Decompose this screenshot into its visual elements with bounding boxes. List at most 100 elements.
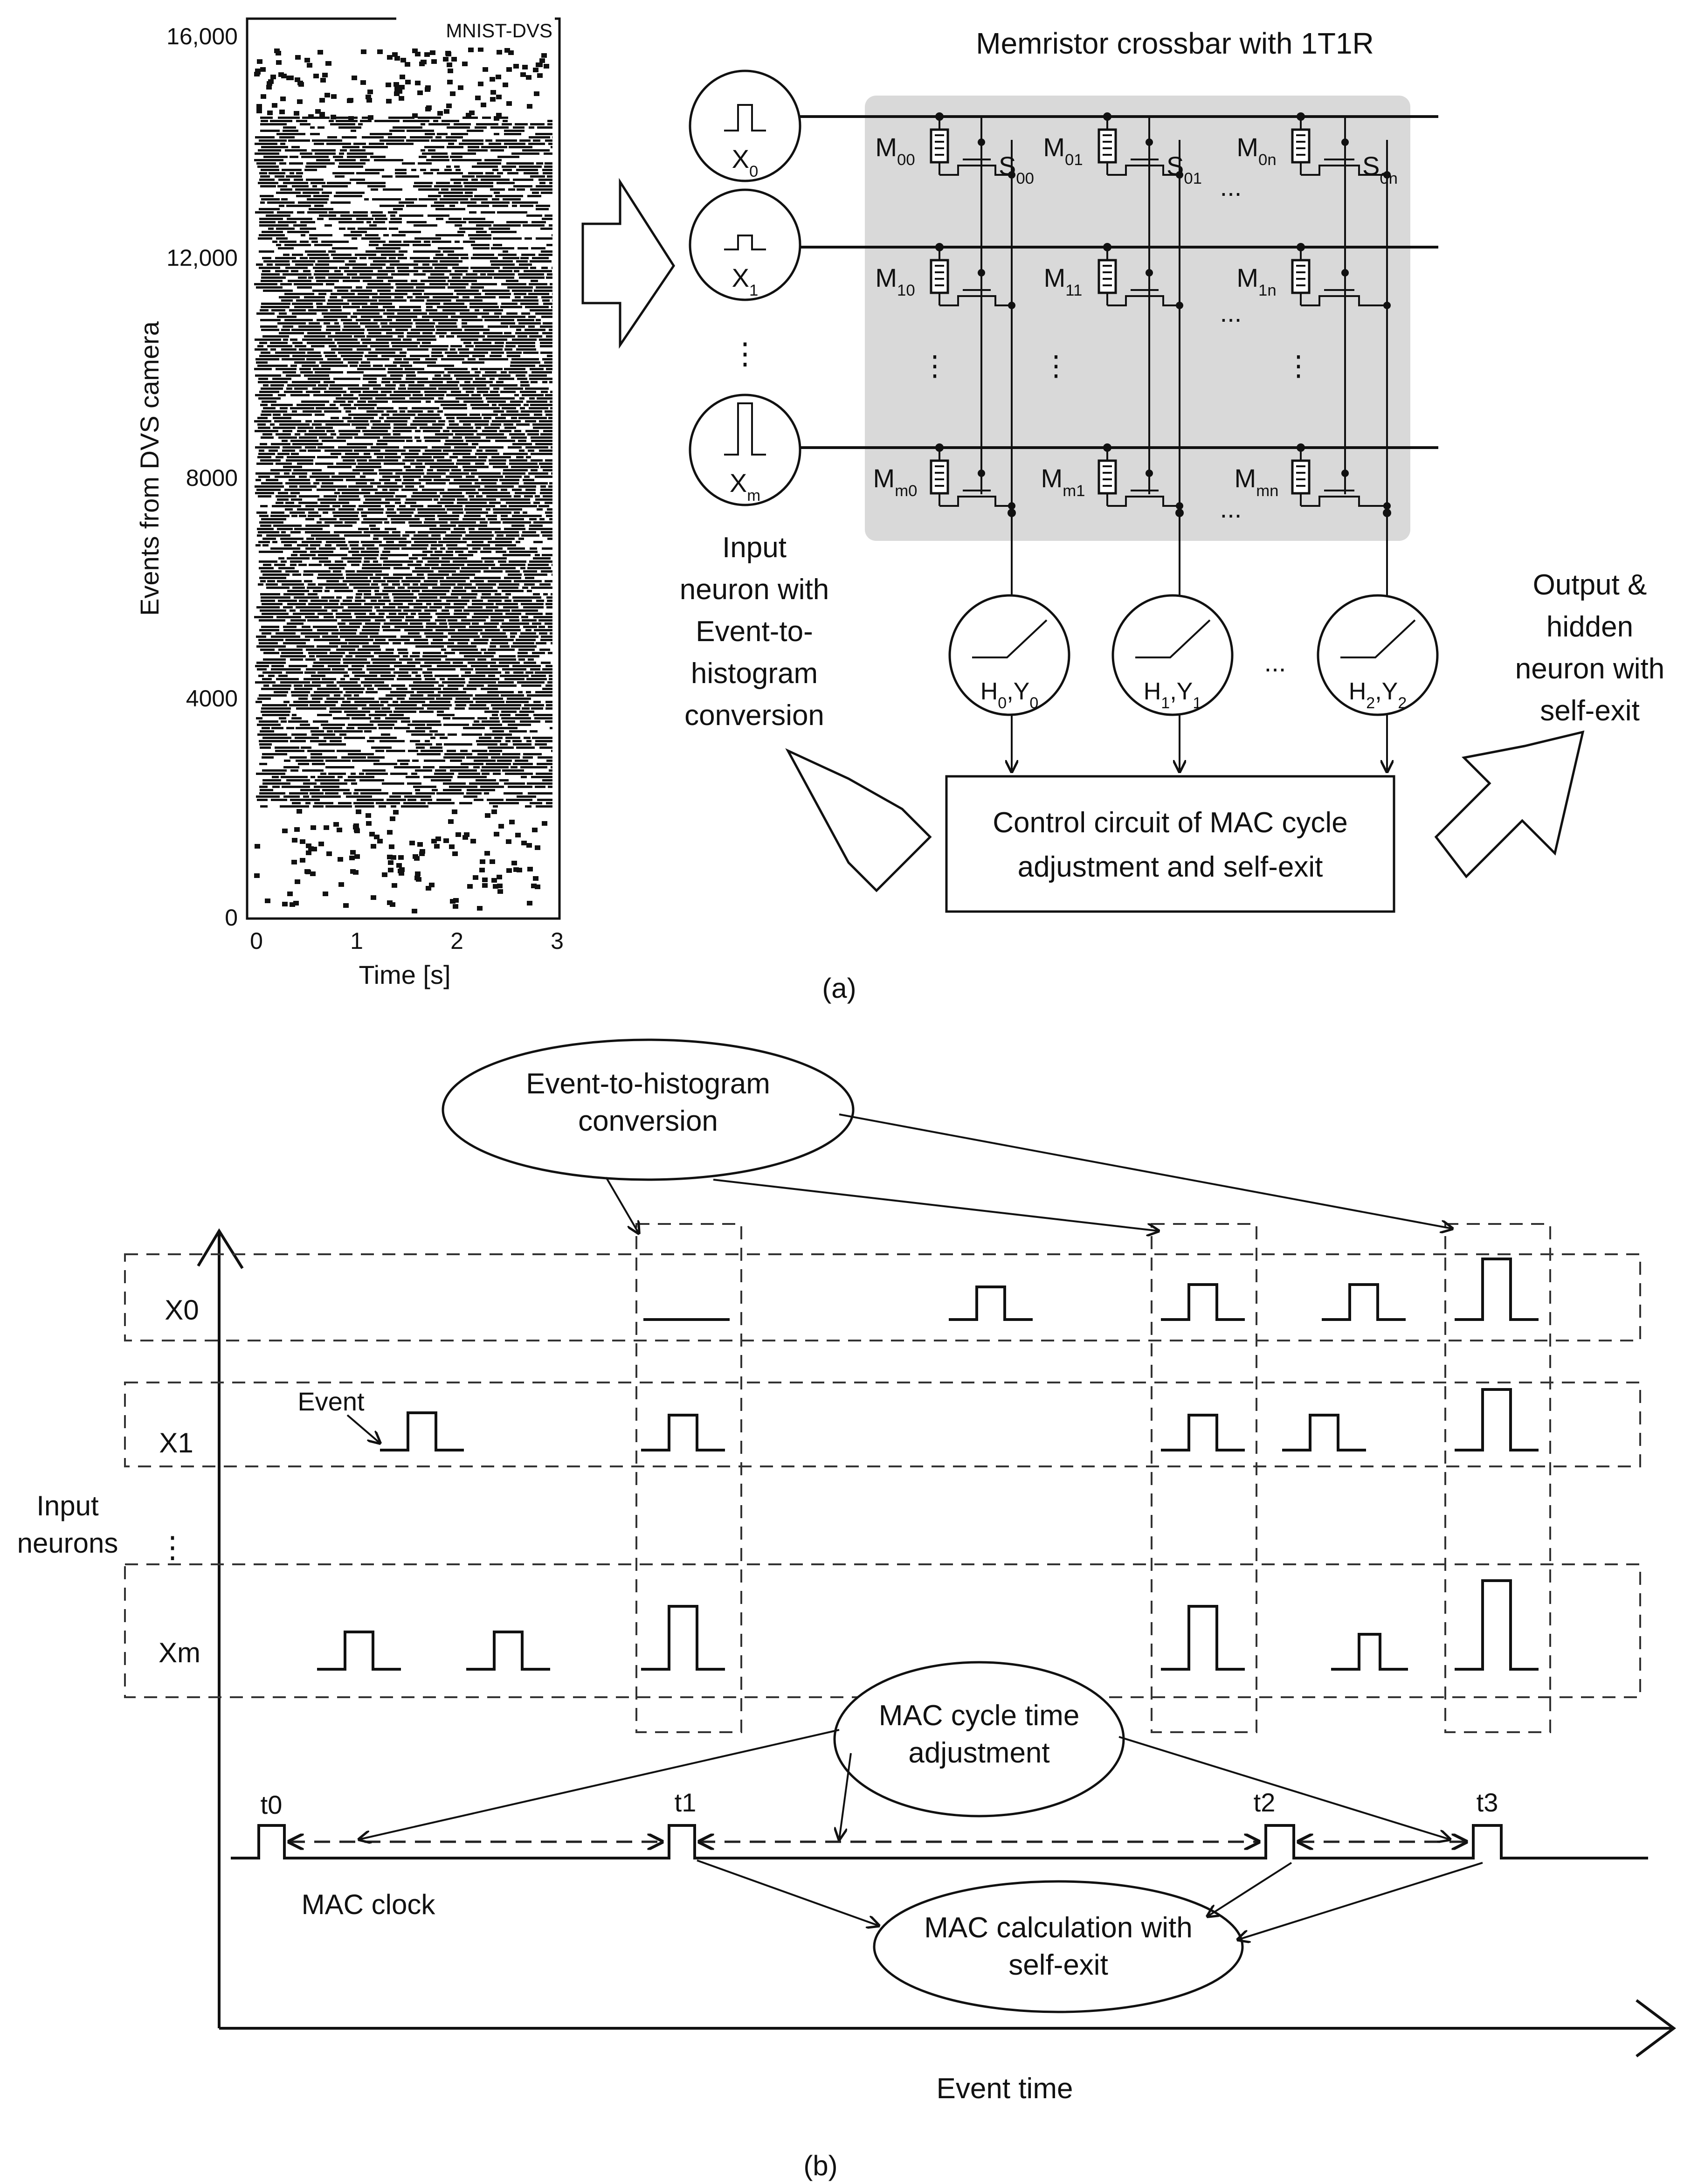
- input-neuron-0: [689, 69, 801, 182]
- input-neuron-label: X1: [732, 263, 759, 299]
- transistor-icon: [939, 295, 1012, 306]
- pointer-arrow: [359, 1729, 840, 1839]
- x-axis-label: Event time: [937, 2073, 1073, 2105]
- transistor-icon: [1107, 496, 1180, 507]
- svg-text:self-exit: self-exit: [1540, 695, 1640, 727]
- timing-diagram: X0 X1 Xm ⋮ Input neurons Event t0 t1 t2 …: [17, 1038, 1676, 2181]
- memristor-label: M00: [875, 132, 915, 169]
- transistor-icon: [1301, 165, 1387, 176]
- bubble-histogram-conversion: [442, 1038, 855, 1181]
- horizontal-ellipsis: ...: [1220, 172, 1242, 201]
- vertical-ellipsis: ⋮: [730, 337, 760, 370]
- x-tick-label: 1: [350, 928, 363, 954]
- transistor-icon: [939, 165, 1012, 176]
- svg-text:histogram: histogram: [691, 657, 818, 690]
- output-neuron-label: H1,Y1: [1144, 678, 1202, 712]
- row-box-x1: [124, 1382, 1641, 1467]
- y-tick-label: 4000: [186, 685, 238, 712]
- row-label-xm: Xm: [159, 1637, 200, 1668]
- transistor-icon: [1107, 295, 1180, 306]
- input-neuron-label: Input neuron with Event-to- histogram co…: [680, 532, 829, 732]
- svg-text:Event-to-: Event-to-: [696, 615, 813, 648]
- y-tick-label: 16,000: [166, 23, 238, 49]
- panel-a-caption: (a): [822, 973, 856, 1004]
- panel-b-caption: (b): [803, 2150, 837, 2181]
- flow-arrow: [581, 178, 675, 349]
- input-spike-icon: [724, 235, 766, 250]
- input-neuron-2: [689, 394, 801, 506]
- crossbar-title: Memristor crossbar with 1T1R: [976, 27, 1374, 60]
- selector-label: S0n: [1362, 151, 1398, 187]
- bubble-text: adjustment: [908, 1737, 1049, 1769]
- x1-histogram-pulse: [641, 1414, 725, 1451]
- horizontal-ellipsis: ...: [1220, 298, 1242, 327]
- transistor-icon: [1301, 496, 1387, 507]
- memristor-label: M10: [875, 263, 915, 299]
- x1-event-pulse: [380, 1411, 464, 1451]
- row-ellipsis: ⋮: [158, 1530, 187, 1564]
- xm-event-pulse: [317, 1631, 401, 1671]
- control-circuit-label: Control circuit of MAC cycle: [993, 807, 1347, 839]
- horizontal-ellipsis: ...: [1220, 494, 1242, 523]
- input-neuron-1: [689, 188, 801, 301]
- event-arrow: [346, 1414, 380, 1443]
- bubble-text: conversion: [578, 1105, 718, 1137]
- x-axis-arrowhead: [1636, 1999, 1676, 2058]
- x-tick-label: 0: [250, 928, 263, 954]
- transistor-icon: [1107, 165, 1180, 176]
- horizontal-ellipsis: ...: [1264, 648, 1286, 677]
- xm-event-pulse: [1331, 1633, 1408, 1671]
- row-box-x0: [124, 1253, 1641, 1341]
- selector-label: S00: [999, 151, 1034, 187]
- clock-tick-t1: t1: [675, 1788, 697, 1817]
- relu-icon: [972, 619, 1048, 658]
- memristor-label: Mm0: [873, 463, 918, 500]
- svg-text:Input: Input: [722, 532, 787, 564]
- pointer-arrow: [1238, 1862, 1483, 1940]
- event-raster: [254, 47, 552, 913]
- raster-title: MNIST-DVS: [446, 20, 552, 41]
- x-tick-label: 3: [551, 928, 564, 954]
- y-tick-label: 0: [225, 905, 238, 931]
- output-neuron-label: H0,Y0: [980, 678, 1039, 712]
- input-spike-icon: [724, 402, 766, 456]
- mac-clock-label: MAC clock: [302, 1889, 436, 1920]
- clock-tick-t2: t2: [1254, 1788, 1276, 1817]
- pointer-arrow: [1208, 1862, 1292, 1916]
- transistor-icon: [939, 496, 1012, 507]
- control-circuit-box: [945, 775, 1395, 913]
- input-neurons-label: neurons: [17, 1527, 118, 1559]
- input-spike-icon: [724, 104, 766, 131]
- memristor-label: Mm1: [1041, 463, 1085, 500]
- pulse-trains: [317, 1258, 1539, 1671]
- input-neurons-label: Input: [36, 1490, 99, 1521]
- svg-text:neuron with: neuron with: [680, 574, 829, 606]
- memristor-label: M11: [1044, 263, 1083, 299]
- pointer-arrow: [1118, 1736, 1450, 1839]
- pointer-arrow: [713, 1179, 1159, 1231]
- row-label-x0: X0: [165, 1294, 199, 1326]
- y-axis-label: Events from DVS camera: [135, 321, 164, 616]
- control-circuit-label: adjustment and self-exit: [1018, 851, 1323, 883]
- pointer-arrow: [839, 1753, 852, 1839]
- pointer-arrow: [839, 1113, 1452, 1229]
- svg-text:hidden: hidden: [1546, 611, 1633, 643]
- x1-histogram-pulse: [1455, 1388, 1539, 1451]
- xm-histogram-pulse: [1161, 1605, 1245, 1671]
- x1-histogram-pulse: [1161, 1414, 1245, 1451]
- bubble-text: MAC calculation with: [924, 1912, 1192, 1944]
- raster-plot: MNIST-DVS 16,000 12,000 8000 4000 0 0 1 …: [135, 15, 564, 989]
- histogram-window-3: [1444, 1223, 1551, 1733]
- bubble-mac-calculation: [873, 1880, 1244, 2013]
- x-axis-label: Time [s]: [359, 960, 450, 989]
- memristor-label: M0n: [1236, 132, 1276, 169]
- x0-histogram-pulse: [1455, 1258, 1539, 1321]
- relu-icon: [1340, 619, 1416, 658]
- y-tick-label: 12,000: [166, 245, 238, 271]
- histogram-window-1: [635, 1223, 742, 1733]
- x0-event-pulse: [949, 1286, 1033, 1321]
- crossbar-array: [865, 96, 1410, 541]
- feedback-arrow-right: [1434, 730, 1585, 878]
- input-neuron-label: X0: [732, 144, 759, 180]
